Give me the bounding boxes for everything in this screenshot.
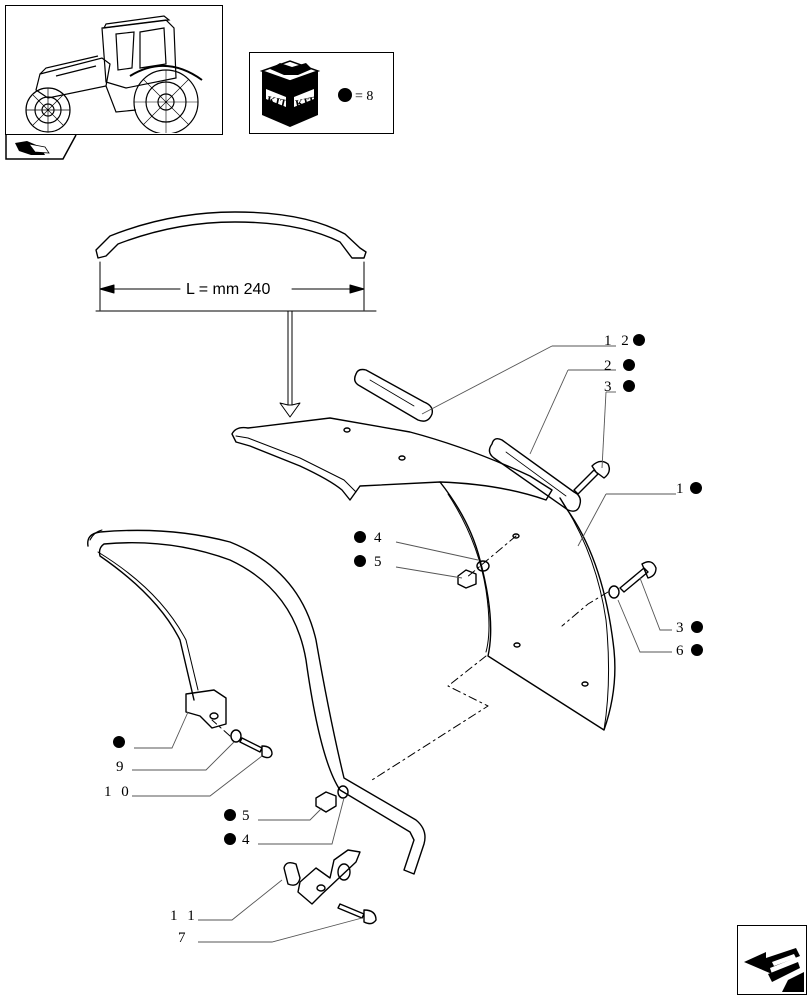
clamp-block (185, 689, 227, 729)
callout-5-upper: 5 (374, 554, 385, 570)
callout-4-lower: 4 (242, 832, 253, 848)
kit-legend: KIT KIT = 8 (249, 52, 394, 134)
strap-12 (353, 368, 434, 422)
washer-4-lower (337, 785, 349, 799)
bolt-3-lower (619, 561, 657, 593)
callout-3-lower: 3 (676, 620, 687, 636)
callout-11: 1 1 (170, 908, 198, 924)
kit-box-icon: KIT KIT (259, 60, 321, 127)
nut-5-lower (315, 791, 337, 813)
callout-12: 1 2 (604, 333, 632, 349)
strap-2 (488, 437, 582, 512)
callout-3-upper: 3 (604, 379, 615, 395)
kit-label-right: KIT (294, 95, 317, 111)
mudguard-side (439, 481, 616, 731)
support-frame (87, 529, 426, 875)
nut-5-upper (457, 569, 477, 589)
bolt-7 (337, 903, 377, 925)
callout-9: 9 (116, 759, 127, 775)
next-page-icon (744, 948, 804, 992)
callout-dots (113, 334, 703, 845)
mudguard (231, 417, 553, 501)
tractor-icon (25, 15, 203, 135)
washer-6 (608, 585, 620, 599)
dimension-line (95, 261, 377, 418)
kit-label-left: KIT (266, 94, 289, 110)
lower-bracket (297, 849, 361, 905)
callout-1: 1 (676, 481, 687, 497)
previous-page-button[interactable] (5, 134, 77, 160)
callout-7: 7 (178, 930, 189, 946)
callout-5-lower: 5 (242, 808, 253, 824)
washer-4-upper (476, 560, 490, 572)
leader-lines (132, 345, 676, 943)
kit-dot-icon (338, 88, 352, 102)
dimension-label: L = mm 240 (186, 281, 270, 298)
spacer-11 (283, 861, 301, 886)
bolt-3-upper (573, 460, 611, 495)
next-page-button[interactable] (737, 925, 807, 995)
callout-10: 1 0 (104, 784, 132, 800)
callout-6: 6 (676, 643, 687, 659)
callout-4-upper: 4 (374, 530, 385, 546)
washer-9 (230, 729, 242, 743)
callout-2: 2 (604, 358, 615, 374)
tractor-thumbnail (5, 5, 223, 135)
assembly-lines (211, 535, 609, 781)
previous-page-icon (5, 134, 77, 160)
fender-profile (95, 211, 367, 259)
bolt-10 (239, 737, 273, 759)
kit-legend-text: = 8 (355, 89, 373, 104)
